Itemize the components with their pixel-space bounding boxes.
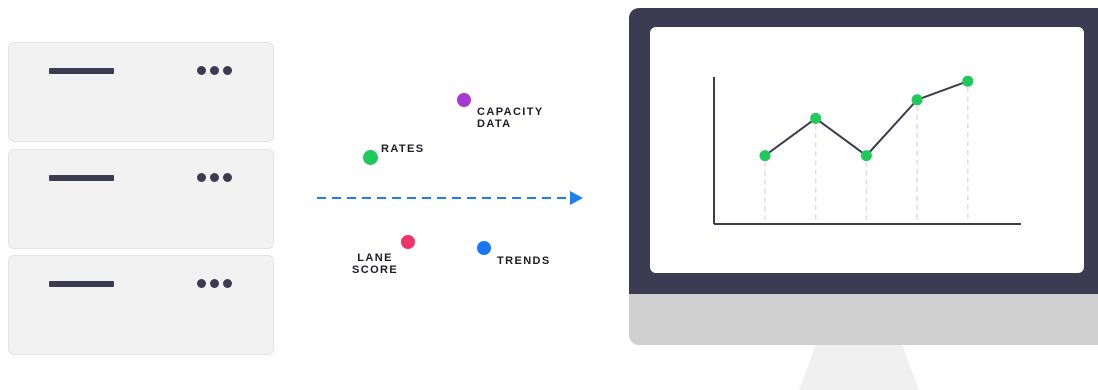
lane-score-label: LANE SCORE (352, 252, 399, 276)
server-bar (49, 281, 114, 287)
capacity-dot (457, 93, 471, 107)
rates-label: RATES (381, 143, 425, 155)
data-point (759, 150, 771, 162)
line-chart (713, 75, 1021, 225)
series-line (764, 80, 969, 157)
more-dots-icon (197, 66, 232, 75)
server-bar (49, 175, 114, 181)
trends-label: TRENDS (497, 255, 551, 267)
server-card (8, 255, 274, 355)
monitor-chin (629, 294, 1098, 345)
server-card (8, 149, 274, 249)
data-point (962, 75, 974, 87)
lane-score-dot (401, 235, 415, 249)
rates-dot (363, 150, 378, 165)
capacity-data-label: CAPACITY DATA (477, 106, 544, 130)
flow-arrow (317, 191, 583, 205)
more-dots-icon (197, 279, 232, 288)
more-dots-icon (197, 173, 232, 182)
monitor (629, 8, 1098, 390)
server-card (8, 42, 274, 142)
trends-dot (477, 241, 491, 255)
data-point (810, 112, 822, 124)
monitor-stand (799, 345, 919, 390)
server-bar (49, 68, 114, 74)
data-point (860, 150, 872, 162)
monitor-screen (650, 27, 1084, 273)
data-point (911, 94, 923, 106)
